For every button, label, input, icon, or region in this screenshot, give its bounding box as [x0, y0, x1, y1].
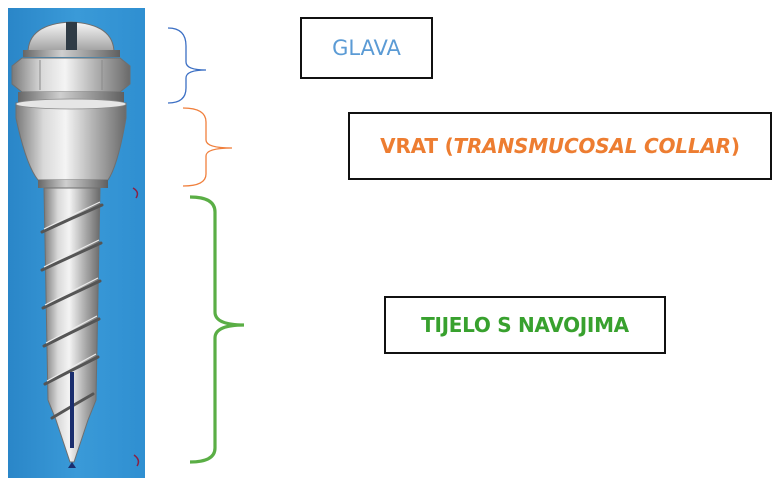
- implant-threaded-body: [40, 187, 104, 468]
- body-brace: [189, 195, 245, 464]
- implant-illustration: [8, 8, 145, 478]
- neck-label-italic: TRANSMUCOSAL COLLAR: [453, 134, 732, 158]
- neck-label-suffix: ): [730, 134, 740, 158]
- head-label: GLAVA: [332, 36, 401, 60]
- body-label: TIJELO S NAVOJIMA: [421, 313, 629, 337]
- head-brace: [167, 27, 207, 104]
- implant-collar: [15, 98, 127, 188]
- neck-label-box: VRAT ( TRANSMUCOSAL COLLAR ): [348, 112, 772, 180]
- implant-head: [11, 21, 131, 102]
- neck-label-prefix: VRAT (: [380, 134, 454, 158]
- body-label-box: TIJELO S NAVOJIMA: [384, 296, 666, 354]
- head-label-box: GLAVA: [300, 17, 433, 79]
- neck-brace: [182, 107, 233, 187]
